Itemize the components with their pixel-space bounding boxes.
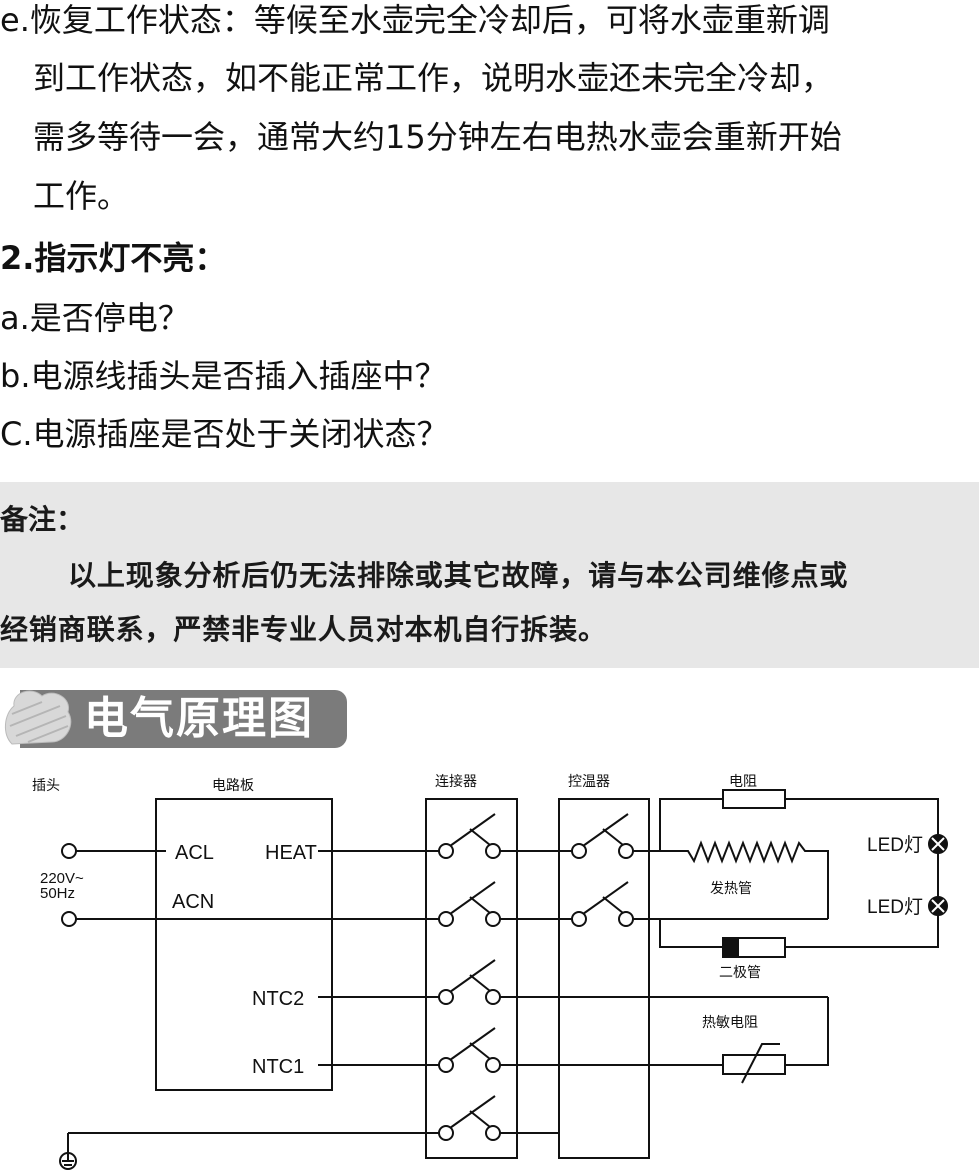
connector-block bbox=[425, 798, 518, 1159]
switch-icon bbox=[438, 881, 501, 927]
acn-label: ACN bbox=[172, 891, 214, 913]
diode-label: 二极管 bbox=[719, 964, 761, 980]
section-title: 电气原理图 bbox=[84, 693, 314, 744]
text-line: b.电源线插头是否插入插座中？ bbox=[0, 357, 447, 395]
text-line: 需多等待一会，通常大约15分钟左右电热水壶会重新开始 bbox=[33, 118, 842, 156]
circuit-diagram: 插头 电路板 连接器 控温器 电阻 220V~ 50Hz ACL ACN HEA… bbox=[32, 773, 948, 1170]
section-heading: 2.指示灯不亮： bbox=[0, 239, 227, 277]
led-label: LED灯 bbox=[867, 896, 923, 918]
voltage-label: 220V~ bbox=[40, 870, 84, 887]
plug-terminal bbox=[61, 843, 77, 859]
led-label: LED灯 bbox=[867, 834, 923, 856]
text-line: 工作。 bbox=[33, 177, 130, 215]
frequency-label: 50Hz bbox=[40, 885, 75, 902]
heater-coil bbox=[682, 840, 829, 919]
ntc1-label: NTC1 bbox=[252, 1056, 304, 1078]
text-line: e.恢复工作状态：等候至水壶完全冷却后，可将水壶重新调 bbox=[0, 1, 830, 39]
ntc2-label: NTC2 bbox=[252, 988, 304, 1010]
led-icon bbox=[928, 896, 948, 916]
heat-label: HEAT bbox=[265, 842, 317, 864]
text-line: a.是否停电？ bbox=[0, 299, 190, 337]
resistor bbox=[722, 789, 786, 809]
heater-label: 发热管 bbox=[710, 880, 752, 896]
switch-icon bbox=[438, 813, 501, 859]
switch-icon bbox=[571, 813, 634, 859]
switch-icon bbox=[438, 1095, 501, 1141]
thermostat-block bbox=[558, 798, 650, 1159]
note-label: 备注： bbox=[0, 503, 85, 536]
note-line: 以上现象分析后仍无法排除或其它故障，请与本公司维修点或 bbox=[68, 559, 849, 592]
switch-icon bbox=[571, 881, 634, 927]
text-line: C.电源插座是否处于关闭状态？ bbox=[0, 415, 449, 453]
resistor-label: 电阻 bbox=[729, 773, 757, 789]
ground-icon bbox=[59, 1152, 77, 1170]
circuit-board bbox=[155, 798, 333, 1091]
cloud-icon bbox=[5, 690, 72, 745]
board-label: 电路板 bbox=[212, 777, 254, 793]
switch-icon bbox=[438, 1027, 501, 1073]
connector-label: 连接器 bbox=[435, 773, 477, 789]
plug-terminal bbox=[61, 911, 77, 927]
text-line: 到工作状态，如不能正常工作，说明水壶还未完全冷却， bbox=[33, 59, 834, 97]
plug-label: 插头 bbox=[32, 777, 60, 793]
acl-label: ACL bbox=[175, 842, 214, 864]
section-banner: 电气原理图 bbox=[20, 690, 347, 748]
thermistor-label: 热敏电阻 bbox=[702, 1014, 758, 1030]
switch-icon bbox=[438, 959, 501, 1005]
thermostat-label: 控温器 bbox=[568, 773, 610, 789]
note-line: 经销商联系，严禁非专业人员对本机自行拆装。 bbox=[0, 613, 607, 646]
note-box: 备注： 以上现象分析后仍无法排除或其它故障，请与本公司维修点或 经销商联系，严禁… bbox=[0, 482, 979, 668]
thermistor bbox=[722, 1054, 786, 1075]
led-icon bbox=[928, 834, 948, 854]
